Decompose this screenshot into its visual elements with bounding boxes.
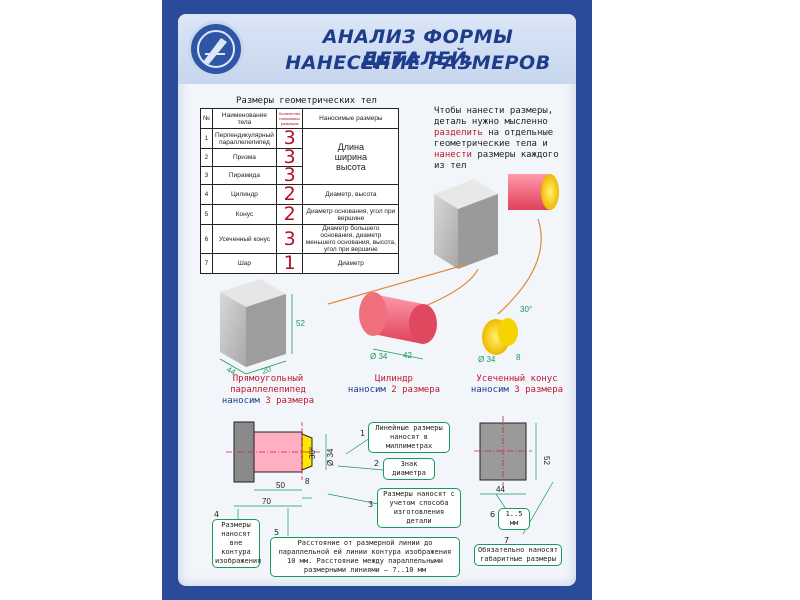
callout-num-3: 3: [368, 500, 374, 509]
iso-cylinder: [359, 292, 437, 360]
arrow-to-cylinder: [417, 268, 479, 310]
callout-6: 1..5 мм: [498, 508, 530, 530]
iso-cone: [482, 318, 518, 355]
side-view: [474, 416, 537, 495]
cone-caption: Усеченный конус наносим 3 размера: [470, 374, 564, 395]
table-row: 6 Усеченный конус 3 Диаметр большего осн…: [200, 224, 400, 254]
table-header-row: № Наименование тела Количество наносимых…: [200, 108, 400, 129]
dim-8: 8: [305, 477, 310, 486]
iso-box: [219, 279, 293, 375]
dim-cone-d: Ø 34: [478, 355, 496, 364]
callout-4: Размеры наносят вне контура изображения: [212, 519, 261, 568]
intro-text: Чтобы нанести размеры, деталь нужно мысл…: [434, 106, 559, 171]
row-count: 3: [275, 148, 304, 167]
compass-emblem-icon: [188, 21, 244, 77]
table-row: 1 Перпендикулярный параллелепипед 3 Длин…: [200, 128, 400, 185]
dim-cone-a: 30°: [520, 305, 532, 314]
dim-side-w: 44: [496, 485, 505, 494]
row-count: 3: [275, 166, 304, 185]
callout-num-6: 6: [490, 510, 496, 519]
row-dims: Диаметр большего основания, диаметр мень…: [302, 224, 400, 254]
dim-cone-l: 8: [516, 353, 521, 362]
callout-3: Размеры наносят с учетом способа изготов…: [377, 488, 461, 528]
dim-cyl-l: 42: [403, 351, 412, 360]
dim-side-h: 52: [542, 456, 551, 465]
row-dims: Диаметр: [302, 253, 400, 274]
cylinder-caption: Цилиндр наносим 2 размера: [347, 374, 441, 395]
table-row: 4 Цилиндр 2 Диаметр, высота: [200, 184, 400, 205]
dim-50: 50: [276, 481, 285, 490]
row-count: 2: [275, 204, 304, 225]
dim-30: 30°: [308, 447, 317, 459]
table-row: 2 Призма 3: [200, 148, 399, 167]
callout-5: Расстояние от размерной линии до паралле…: [270, 537, 460, 577]
row-count: 2: [275, 184, 304, 205]
page-title-line1: АНАЛИЗ ФОРМЫ ДЕТАЛЕЙ.: [322, 26, 514, 70]
header-count: Количество наносимых размеров: [275, 108, 304, 129]
dim-box-d: 20: [261, 364, 273, 375]
row-num: 2: [200, 148, 213, 167]
arrow-to-box: [327, 263, 469, 305]
callout-num-2: 2: [374, 459, 380, 468]
poster: АНАЛИЗ ФОРМЫ ДЕТАЛЕЙ. НАНЕСЕНИЕ РАЗМЕРОВ…: [162, 0, 592, 600]
row-num: 1: [200, 128, 213, 149]
dim-cyl-d: Ø 34: [370, 352, 388, 361]
row-count: 1: [275, 253, 304, 274]
row-num: 3: [200, 166, 213, 185]
arrow-to-cone: [497, 218, 542, 315]
callout-2: Знак диаметра: [383, 458, 435, 480]
callout-num-5: 5: [274, 528, 280, 537]
illustrations: 44 20 52 Ø 34 42 Ø 34 8 30°: [219, 174, 559, 536]
row-count: 3: [275, 224, 304, 254]
dim-box-h: 52: [296, 319, 305, 328]
row-dims: Диаметр основания, угол при вершине: [302, 204, 400, 225]
callout-num-4: 4: [214, 510, 220, 519]
front-view: [226, 421, 327, 507]
table-row: 3 Пирамида 3: [200, 166, 399, 185]
callout-num-1: 1: [360, 429, 366, 438]
callout-1: Линейные размеры наносят в миллиметрах: [368, 422, 450, 453]
row-num: 5: [200, 204, 213, 225]
row-name: Шар: [211, 253, 277, 274]
callout-num-7: 7: [504, 536, 510, 545]
dimensions-table: № Наименование тела Количество наносимых…: [200, 108, 400, 274]
header: АНАЛИЗ ФОРМЫ ДЕТАЛЕЙ. НАНЕСЕНИЕ РАЗМЕРОВ: [178, 14, 576, 84]
page-title-line2: НАНЕСЕНИЕ РАЗМЕРОВ: [285, 52, 551, 74]
callout-7: Обязательно наносят габаритные размеры: [474, 544, 562, 566]
poster-board: АНАЛИЗ ФОРМЫ ДЕТАЛЕЙ. НАНЕСЕНИЕ РАЗМЕРОВ…: [178, 14, 576, 586]
dim-70: 70: [262, 497, 271, 506]
row-num: 7: [200, 253, 213, 274]
table-row: 7 Шар 1 Диаметр: [200, 253, 400, 274]
table-caption: Размеры геометрических тел: [236, 96, 377, 106]
assembled-part: [434, 174, 559, 269]
row-num: 6: [200, 224, 213, 254]
row-name: Усеченный конус: [211, 224, 277, 254]
dim-34: Ø 34: [326, 448, 335, 466]
box-caption: Прямоугольный параллелепипед наносим 3 р…: [221, 374, 315, 406]
